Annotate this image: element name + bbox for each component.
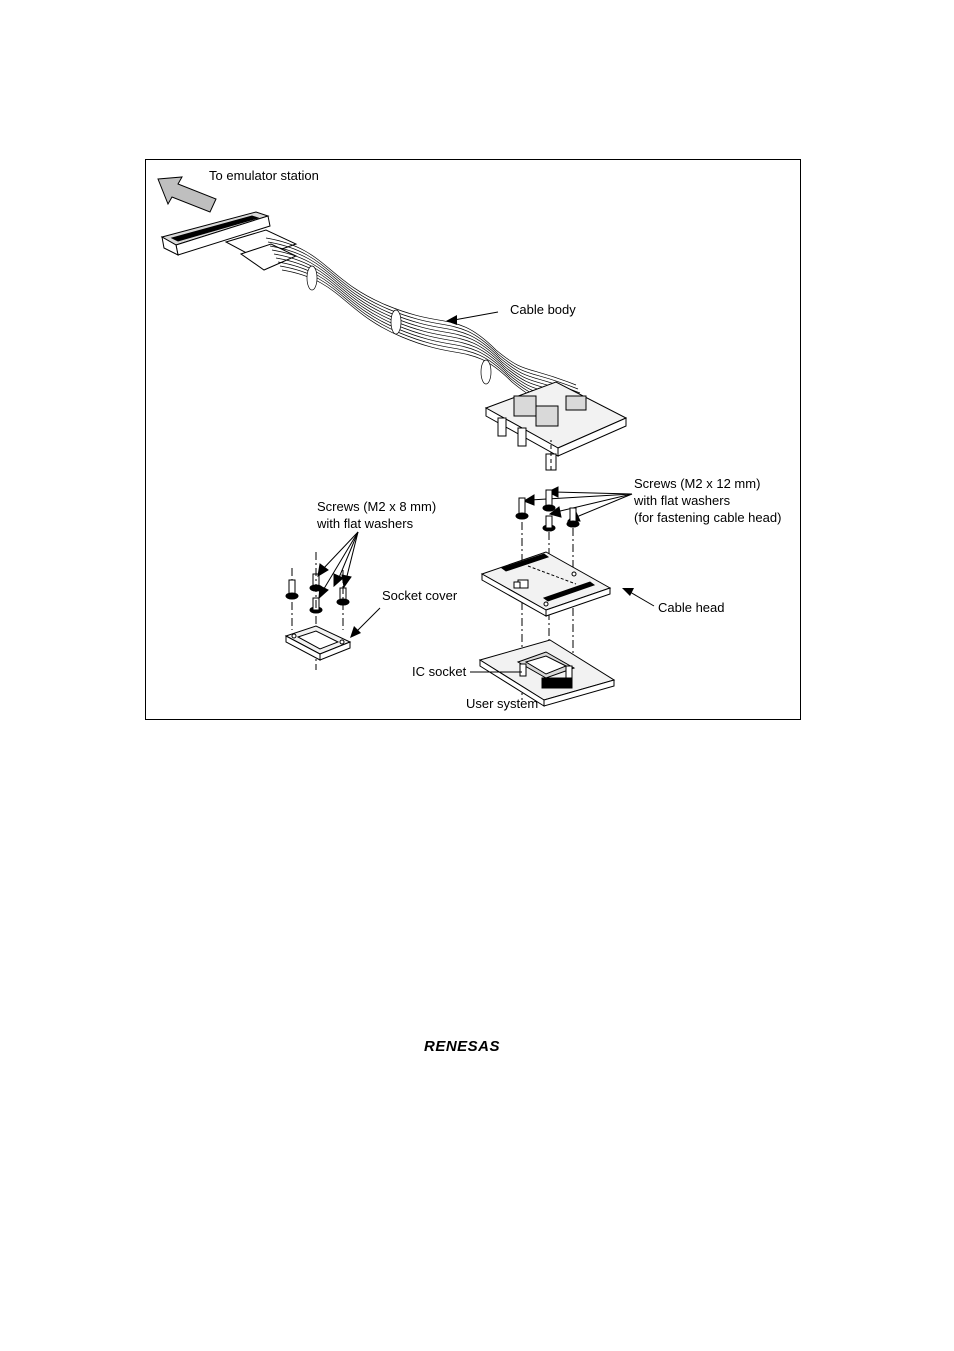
label-socket-cover: Socket cover bbox=[382, 588, 458, 603]
label-ic-socket: IC socket bbox=[412, 664, 467, 679]
screws-8mm-pointers bbox=[317, 531, 359, 600]
cable-head-attached bbox=[484, 381, 628, 471]
cable-head-board bbox=[480, 551, 612, 617]
cable-head-pointer bbox=[622, 588, 655, 607]
label-screws-8mm-line2: with flat washers bbox=[317, 516, 414, 531]
label-cable-head: Cable head bbox=[658, 600, 725, 615]
label-user-system: User system bbox=[466, 696, 539, 711]
emulator-direction-arrow bbox=[157, 176, 217, 213]
assembly-figure: To emulator station Cable body Screws (M… bbox=[145, 159, 801, 720]
label-screws-12mm-line3: (for fastening cable head) bbox=[634, 510, 782, 525]
label-screws-12mm-line2: with flat washers bbox=[634, 493, 731, 508]
label-screws-12mm-line1: Screws (M2 x 12 mm) bbox=[634, 476, 761, 491]
label-screws-8mm-line1: Screws (M2 x 8 mm) bbox=[317, 499, 437, 514]
cable-body-pointer bbox=[446, 311, 499, 325]
screws-12mm-pointers bbox=[522, 486, 633, 522]
socket-cover bbox=[284, 625, 352, 661]
label-cable-body: Cable body bbox=[510, 302, 576, 317]
assembly-diagram bbox=[157, 176, 655, 707]
cable-connector bbox=[160, 211, 298, 271]
renesas-logo: RENESAS bbox=[424, 1038, 501, 1055]
label-to-emulator: To emulator station bbox=[209, 168, 319, 183]
socket-cover-pointer bbox=[350, 607, 381, 638]
cable-bundle bbox=[265, 237, 593, 418]
